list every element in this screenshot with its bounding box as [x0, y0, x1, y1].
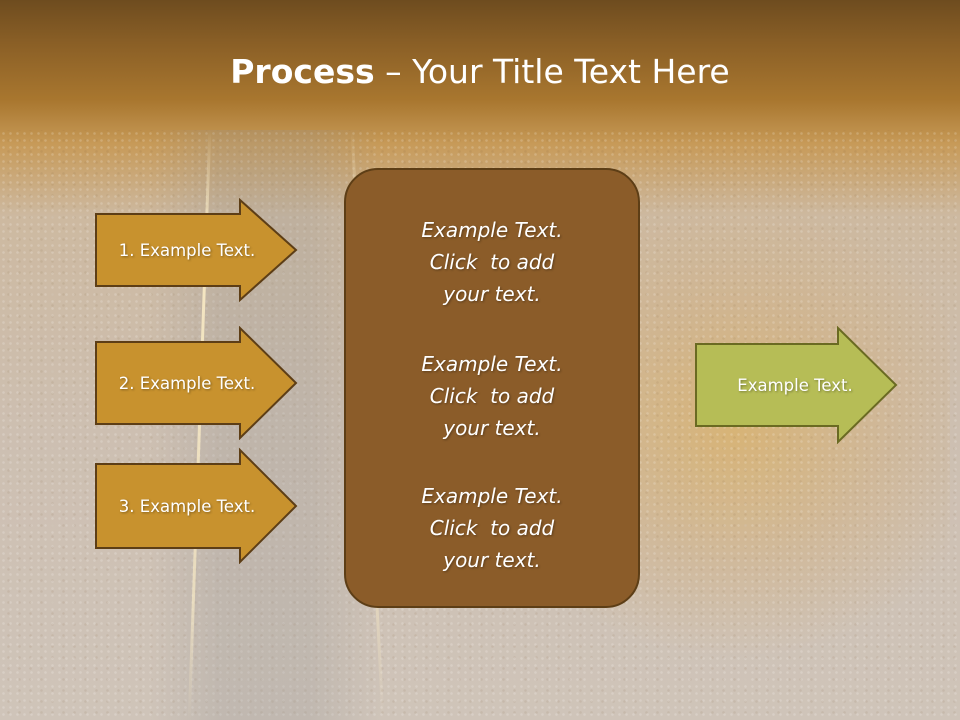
- center-text-line: your text.: [443, 548, 541, 572]
- output-arrow[interactable]: Example Text.: [694, 326, 900, 444]
- center-text-block-1[interactable]: Example Text. Click to add your text.: [346, 214, 638, 310]
- center-text-line: Example Text.: [421, 218, 563, 242]
- center-text-block-3[interactable]: Example Text. Click to add your text.: [346, 480, 638, 576]
- input-arrow-2[interactable]: 2. Example Text.: [94, 326, 300, 440]
- center-text-line: your text.: [443, 416, 541, 440]
- arrow-right-icon: [695, 326, 898, 444]
- center-text-line: Click to add: [429, 384, 555, 408]
- input-arrow-2-label: 2. Example Text.: [118, 373, 256, 393]
- center-text-line: Click to add: [429, 516, 555, 540]
- arrow-right-icon: [95, 326, 298, 440]
- center-text-line: Example Text.: [421, 484, 563, 508]
- center-text-block-2[interactable]: Example Text. Click to add your text.: [346, 348, 638, 444]
- arrow-right-icon: [95, 198, 298, 302]
- center-text-line: Click to add: [429, 250, 555, 274]
- center-process-box[interactable]: Example Text. Click to add your text. Ex…: [344, 168, 640, 608]
- center-text-line: Example Text.: [421, 352, 563, 376]
- input-arrow-1[interactable]: 1. Example Text.: [94, 198, 300, 302]
- arrow-right-icon: [95, 448, 298, 564]
- slide-title-rest: – Your Title Text Here: [374, 52, 730, 91]
- slide-title[interactable]: Process – Your Title Text Here: [0, 52, 960, 91]
- input-arrow-3-label: 3. Example Text.: [118, 496, 256, 516]
- output-arrow-label: Example Text.: [737, 375, 853, 395]
- input-arrow-3[interactable]: 3. Example Text.: [94, 448, 300, 564]
- slide-title-bold: Process: [230, 52, 375, 91]
- center-text-line: your text.: [443, 282, 541, 306]
- input-arrow-1-label: 1. Example Text.: [118, 240, 256, 260]
